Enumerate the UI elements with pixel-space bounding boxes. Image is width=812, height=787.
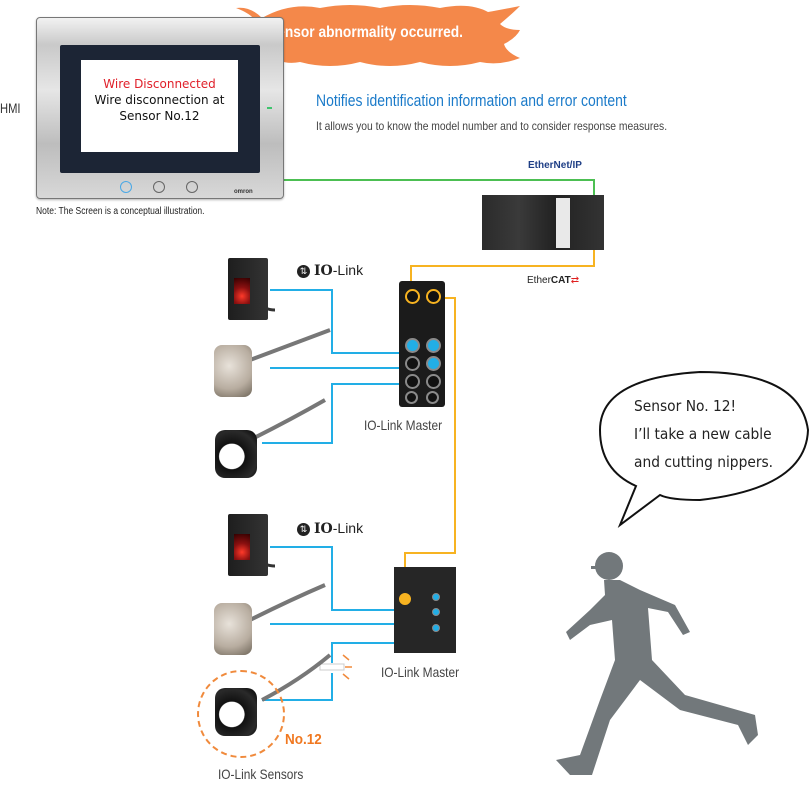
ethercat-in-port — [405, 289, 420, 304]
speech-line-1: Sensor No. 12! — [634, 397, 737, 415]
hmi-button-3[interactable] — [186, 181, 198, 193]
ethercat-port — [399, 593, 411, 605]
spark-line — [342, 654, 350, 661]
sensor-cable — [249, 583, 326, 622]
io-link-logo-bold: IO — [314, 263, 333, 279]
notice-subtitle: It allows you to know the model number a… — [316, 119, 668, 133]
io-link-master-bottom — [394, 567, 456, 653]
sensor-highlight-circle — [197, 670, 285, 758]
hmi-button-2[interactable] — [153, 181, 165, 193]
speech-bubble-text: Sensor No. 12! I’ll take a new cable and… — [634, 392, 785, 476]
plc-module-panel — [556, 198, 570, 248]
speech-bubble — [598, 370, 810, 528]
spark-line — [342, 673, 350, 680]
io-port — [432, 593, 440, 601]
io-link-logo-bold: IO — [314, 521, 333, 537]
io-link-logo-rest: -Link — [332, 520, 364, 536]
alert-burst-shape — [236, 5, 520, 66]
ethercat-logo-prefix: Ether — [527, 275, 551, 286]
plc-controller — [482, 195, 604, 250]
sensor-cable — [249, 398, 326, 442]
io-port — [426, 374, 441, 389]
io-link-icon: ⇅ — [297, 264, 310, 278]
io-port — [432, 624, 440, 632]
io-link-logo-rest: -Link — [332, 262, 364, 278]
io-link-master-label-top: IO-Link Master — [364, 417, 443, 433]
io-port — [405, 374, 420, 389]
io-port — [405, 391, 418, 404]
io-port — [432, 608, 440, 616]
io-port — [405, 356, 420, 371]
running-person-silhouette — [556, 552, 758, 775]
hmi-screen-message-line2: Sensor No.12 — [119, 109, 200, 123]
io-port — [426, 391, 439, 404]
speech-line-2: I’ll take a new cable — [634, 425, 772, 443]
io-port — [405, 338, 420, 353]
hmi-screen: Wire Disconnected Wire disconnection at … — [81, 60, 238, 152]
ethercat-arrow-icon: ⇄ — [570, 275, 580, 286]
proximity-sensor-black — [215, 430, 257, 478]
sensor-highlight-label: No.12 — [285, 731, 322, 748]
io-link-logo-bottom: ⇅ IO-Link — [297, 520, 363, 537]
io-link-logo-top: ⇅ IO-Link — [297, 262, 363, 279]
hmi-note: Note: The Screen is a conceptual illustr… — [36, 206, 205, 217]
ethercat-logo: EtherCAT⇄ — [527, 275, 579, 286]
io-port — [426, 338, 441, 353]
io-link-master-top — [399, 281, 445, 407]
hmi-brand-logo: omron — [234, 189, 253, 195]
hmi-label: HMI — [0, 100, 21, 116]
hmi-screen-title: Wire Disconnected — [103, 77, 216, 91]
io-link-sensors-label: IO-Link Sensors — [218, 766, 304, 782]
io-link-cable-6-broken — [262, 673, 333, 701]
proximity-sensor-metal — [214, 603, 252, 655]
ethercat-logo-bold: CAT — [550, 275, 571, 286]
sensor-lens — [234, 534, 250, 560]
hmi-status-led — [267, 107, 272, 109]
io-link-icon: ⇅ — [297, 522, 310, 536]
alert-message: Sensor abnormality occurred. — [268, 24, 463, 41]
hmi-screen-message-line1: Wire disconnection at — [94, 93, 225, 107]
notice-title: Notifies identification information and … — [316, 91, 627, 110]
speech-line-3: and cutting nippers. — [634, 453, 774, 471]
ethernet-ip-logo: EtherNet/IP — [528, 160, 582, 171]
wire-break-icon — [319, 663, 345, 671]
photoelectric-sensor — [228, 514, 268, 576]
io-link-master-label-bottom: IO-Link Master — [381, 664, 460, 680]
sensor-cable — [249, 328, 331, 362]
ethercat-out-port — [426, 289, 441, 304]
hmi-button-1[interactable] — [120, 181, 132, 193]
io-port — [426, 356, 441, 371]
proximity-sensor-metal — [214, 345, 252, 397]
sensor-lens — [234, 278, 250, 304]
photoelectric-sensor — [228, 258, 268, 320]
